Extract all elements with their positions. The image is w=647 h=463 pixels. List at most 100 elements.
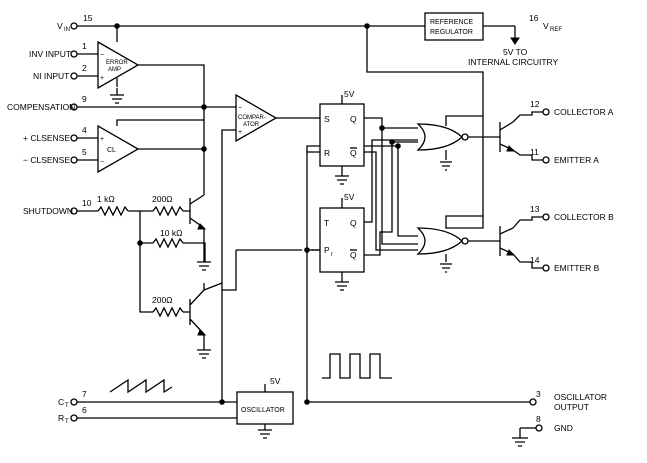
svg-text:8: 8 — [536, 414, 541, 424]
svg-text:+: + — [238, 129, 242, 136]
svg-text:10: 10 — [82, 198, 92, 208]
svg-text:15: 15 — [83, 13, 93, 23]
current-limit-amp: + − CL — [97, 124, 140, 174]
svg-text:V: V — [57, 21, 63, 31]
output-transistor-b — [499, 226, 516, 256]
nor-gate-b — [416, 227, 469, 273]
svg-text:+: + — [100, 75, 104, 82]
svg-text:OSCILLATOR: OSCILLATOR — [241, 407, 285, 414]
svg-text:5V: 5V — [344, 192, 355, 202]
svg-text:200Ω: 200Ω — [152, 194, 173, 204]
resistor-200-b: 200Ω — [152, 295, 184, 318]
output-transistor-a — [499, 121, 516, 152]
svg-text:EMITTER A: EMITTER A — [554, 155, 599, 165]
svg-text:COLLECTOR A: COLLECTOR A — [554, 107, 614, 117]
comparator: − + COMPAR- ATOR — [235, 93, 278, 143]
resistor-200-a: 200Ω — [152, 194, 184, 217]
nor-gate-a — [416, 123, 469, 171]
svg-text:16: 16 — [529, 13, 539, 23]
shutdown-transistor-1 — [189, 194, 211, 271]
svg-text:T: T — [65, 403, 69, 409]
pin-collector-b[interactable]: 13 COLLECTOR B — [530, 204, 614, 222]
svg-text:5V: 5V — [344, 89, 355, 99]
svg-text:R: R — [324, 148, 330, 158]
svg-text:T: T — [324, 218, 329, 228]
svg-text:GND: GND — [554, 423, 573, 433]
svg-text:5V TO: 5V TO — [503, 47, 528, 57]
svg-text:COMPENSATION: COMPENSATION — [7, 102, 75, 112]
error-amp: − + ERROR AMP — [97, 40, 140, 104]
pin-gnd[interactable]: 8 GND — [512, 414, 573, 447]
svg-text:1 kΩ: 1 kΩ — [97, 194, 115, 204]
svg-text:+: + — [100, 136, 104, 143]
svg-text:1: 1 — [82, 41, 87, 51]
svg-text:REGULATOR: REGULATOR — [430, 29, 473, 36]
svg-text:OSCILLATOR: OSCILLATOR — [554, 392, 607, 402]
svg-text:NI INPUT: NI INPUT — [33, 71, 69, 81]
pin-plus-clsense[interactable]: + CLSENSE 4 — [23, 125, 87, 143]
svg-text:11: 11 — [530, 147, 539, 157]
svg-text:S: S — [324, 114, 330, 124]
svg-text:+ CLSENSE: + CLSENSE — [23, 133, 70, 143]
svg-text:COMPAR-: COMPAR- — [238, 115, 266, 121]
sawtooth-waveform-icon — [109, 378, 173, 394]
svg-text:2: 2 — [82, 63, 87, 73]
svg-text:12: 12 — [530, 99, 540, 109]
pulse-waveform-icon — [322, 353, 392, 379]
svg-text:INV INPUT: INV INPUT — [29, 49, 71, 59]
wires — [77, 25, 543, 430]
pin-emitter-a[interactable]: 11 EMITTER A — [530, 147, 599, 165]
svg-text:EMITTER B: EMITTER B — [554, 263, 600, 273]
pin-emitter-b[interactable]: 14 EMITTER B — [530, 255, 600, 273]
svg-text:C: C — [58, 397, 64, 407]
pin-shutdown[interactable]: SHUTDOWN 10 — [23, 198, 92, 216]
flip-flop-sr: S R Q Q 5V — [319, 89, 365, 185]
svg-text:r: r — [331, 252, 333, 258]
junctions — [114, 23, 401, 405]
svg-text:−: − — [100, 159, 104, 166]
svg-text:IN: IN — [64, 27, 70, 33]
svg-text:Q: Q — [350, 218, 357, 228]
svg-text:T: T — [65, 419, 69, 425]
svg-text:6: 6 — [82, 405, 87, 415]
svg-text:9: 9 — [82, 94, 87, 104]
pin-ni-input[interactable]: NI INPUT 2 — [33, 63, 87, 81]
resistor-10k: 10 kΩ — [152, 228, 184, 249]
svg-text:5V: 5V — [270, 376, 281, 386]
svg-text:REFERENCE: REFERENCE — [430, 19, 474, 26]
svg-text:10 kΩ: 10 kΩ — [160, 228, 182, 238]
pin-oscillator-output[interactable]: 3 OSCILLATOR OUTPUT — [529, 389, 607, 412]
svg-text:200Ω: 200Ω — [152, 295, 173, 305]
svg-text:REF: REF — [550, 27, 562, 33]
svg-text:5: 5 — [82, 147, 87, 157]
pin-minus-clsense[interactable]: − CLSENSE 5 — [23, 147, 87, 165]
pin-collector-a[interactable]: 12 COLLECTOR A — [530, 99, 614, 117]
svg-text:AMP: AMP — [108, 67, 121, 73]
svg-text:7: 7 — [82, 389, 87, 399]
reference-regulator: REFERENCE REGULATOR — [424, 12, 484, 41]
svg-text:4: 4 — [82, 125, 87, 135]
svg-text:OUTPUT: OUTPUT — [554, 402, 589, 412]
svg-text:ATOR: ATOR — [243, 122, 260, 128]
svg-text:INTERNAL CIRCUITRY: INTERNAL CIRCUITRY — [468, 57, 559, 67]
svg-text:14: 14 — [530, 255, 540, 265]
pin-compensation[interactable]: COMPENSATION 9 — [7, 94, 87, 112]
shutdown-transistor-2 — [189, 289, 211, 359]
pin-inv-input[interactable]: INV INPUT 1 — [29, 41, 87, 59]
svg-text:COLLECTOR B: COLLECTOR B — [554, 212, 614, 222]
resistor-1k: 1 kΩ — [97, 194, 129, 217]
svg-text:−: − — [100, 52, 104, 59]
svg-text:−: − — [238, 105, 242, 112]
oscillator: OSCILLATOR 5V — [236, 376, 294, 439]
vref-note: 5V TO INTERNAL CIRCUITRY — [468, 47, 559, 67]
svg-text:CL: CL — [107, 147, 116, 154]
svg-text:3: 3 — [536, 389, 541, 399]
svg-text:Q: Q — [350, 250, 357, 260]
svg-text:− CLSENSE: − CLSENSE — [23, 155, 70, 165]
